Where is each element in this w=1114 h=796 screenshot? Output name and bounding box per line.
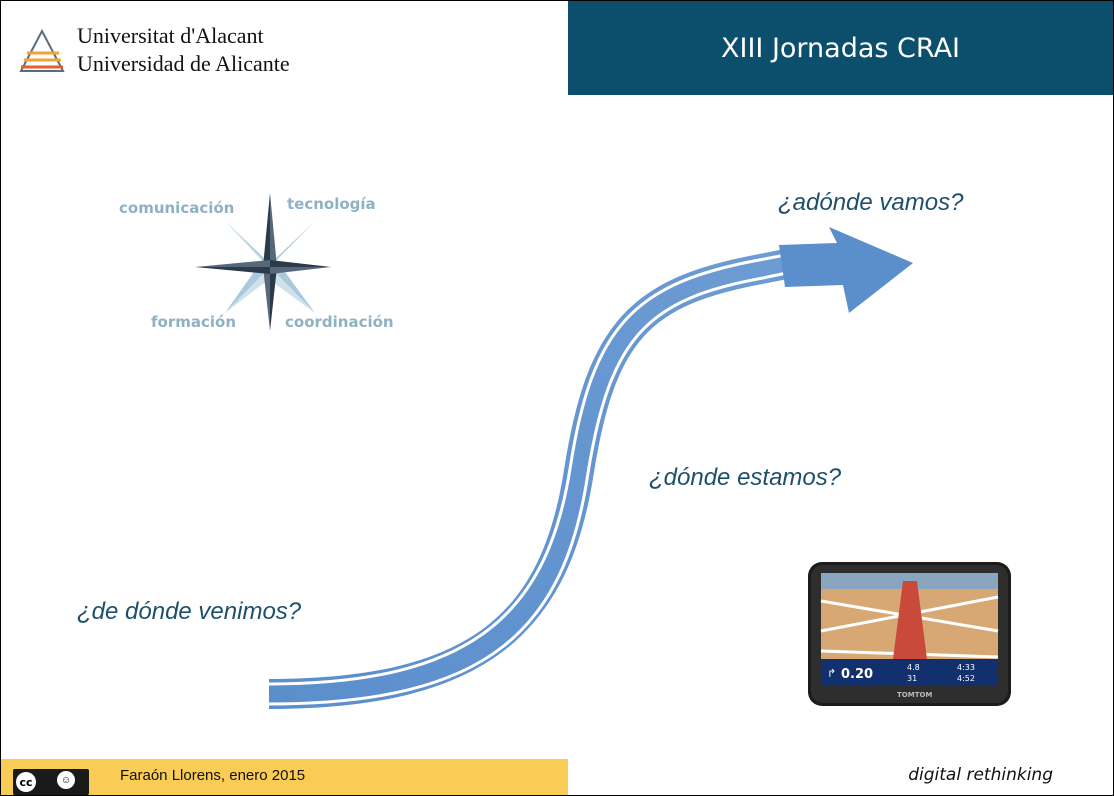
question-present: ¿dónde estamos? <box>649 464 842 491</box>
footer-tagline: digital rethinking <box>908 765 1053 785</box>
institution-name-spanish: Universidad de Alicante <box>77 51 290 76</box>
footer-bar <box>1 759 568 795</box>
svg-text:↱: ↱ <box>827 667 836 680</box>
question-future: ¿adónde vamos? <box>778 189 964 216</box>
gps-navigator-image: ↱ 0.20 4.8 31 4:33 4:52 TOMTOM <box>808 562 1011 706</box>
cc-by-person-icon: ☺ <box>57 771 75 789</box>
footer-author-date: Faraón Llorens, enero 2015 <box>120 767 306 784</box>
compass-label-coordinacion: coordinación <box>285 313 394 331</box>
compass-label-formacion: formación <box>151 313 236 331</box>
gps-turn-distance: 0.20 <box>841 667 873 682</box>
creative-commons-icon[interactable]: cc ☺ <box>13 769 89 795</box>
compass-label-tecnologia: tecnología <box>287 195 376 213</box>
compass-logo: comunicación tecnología formación coordi… <box>113 187 413 347</box>
university-logo-icon <box>19 28 65 72</box>
slide-title: XIII Jornadas CRAI <box>720 32 961 64</box>
gps-time-2: 4:52 <box>957 674 975 683</box>
compass-rose-icon <box>195 193 331 331</box>
gps-time-1: 4:33 <box>957 663 975 672</box>
gps-brand: TOMTOM <box>897 691 932 699</box>
gps-speed: 31 <box>907 674 917 683</box>
header-bar: XIII Jornadas CRAI <box>568 1 1113 95</box>
question-past: ¿de dónde venimos? <box>77 598 302 625</box>
compass-label-comunicacion: comunicación <box>119 199 235 217</box>
institution-name-catalan: Universitat d'Alacant <box>77 23 264 48</box>
gps-distance: 4.8 <box>907 663 920 672</box>
university-logo: Universitat d'Alacant Universidad de Ali… <box>15 19 335 83</box>
cc-logo-icon: cc <box>16 772 36 792</box>
